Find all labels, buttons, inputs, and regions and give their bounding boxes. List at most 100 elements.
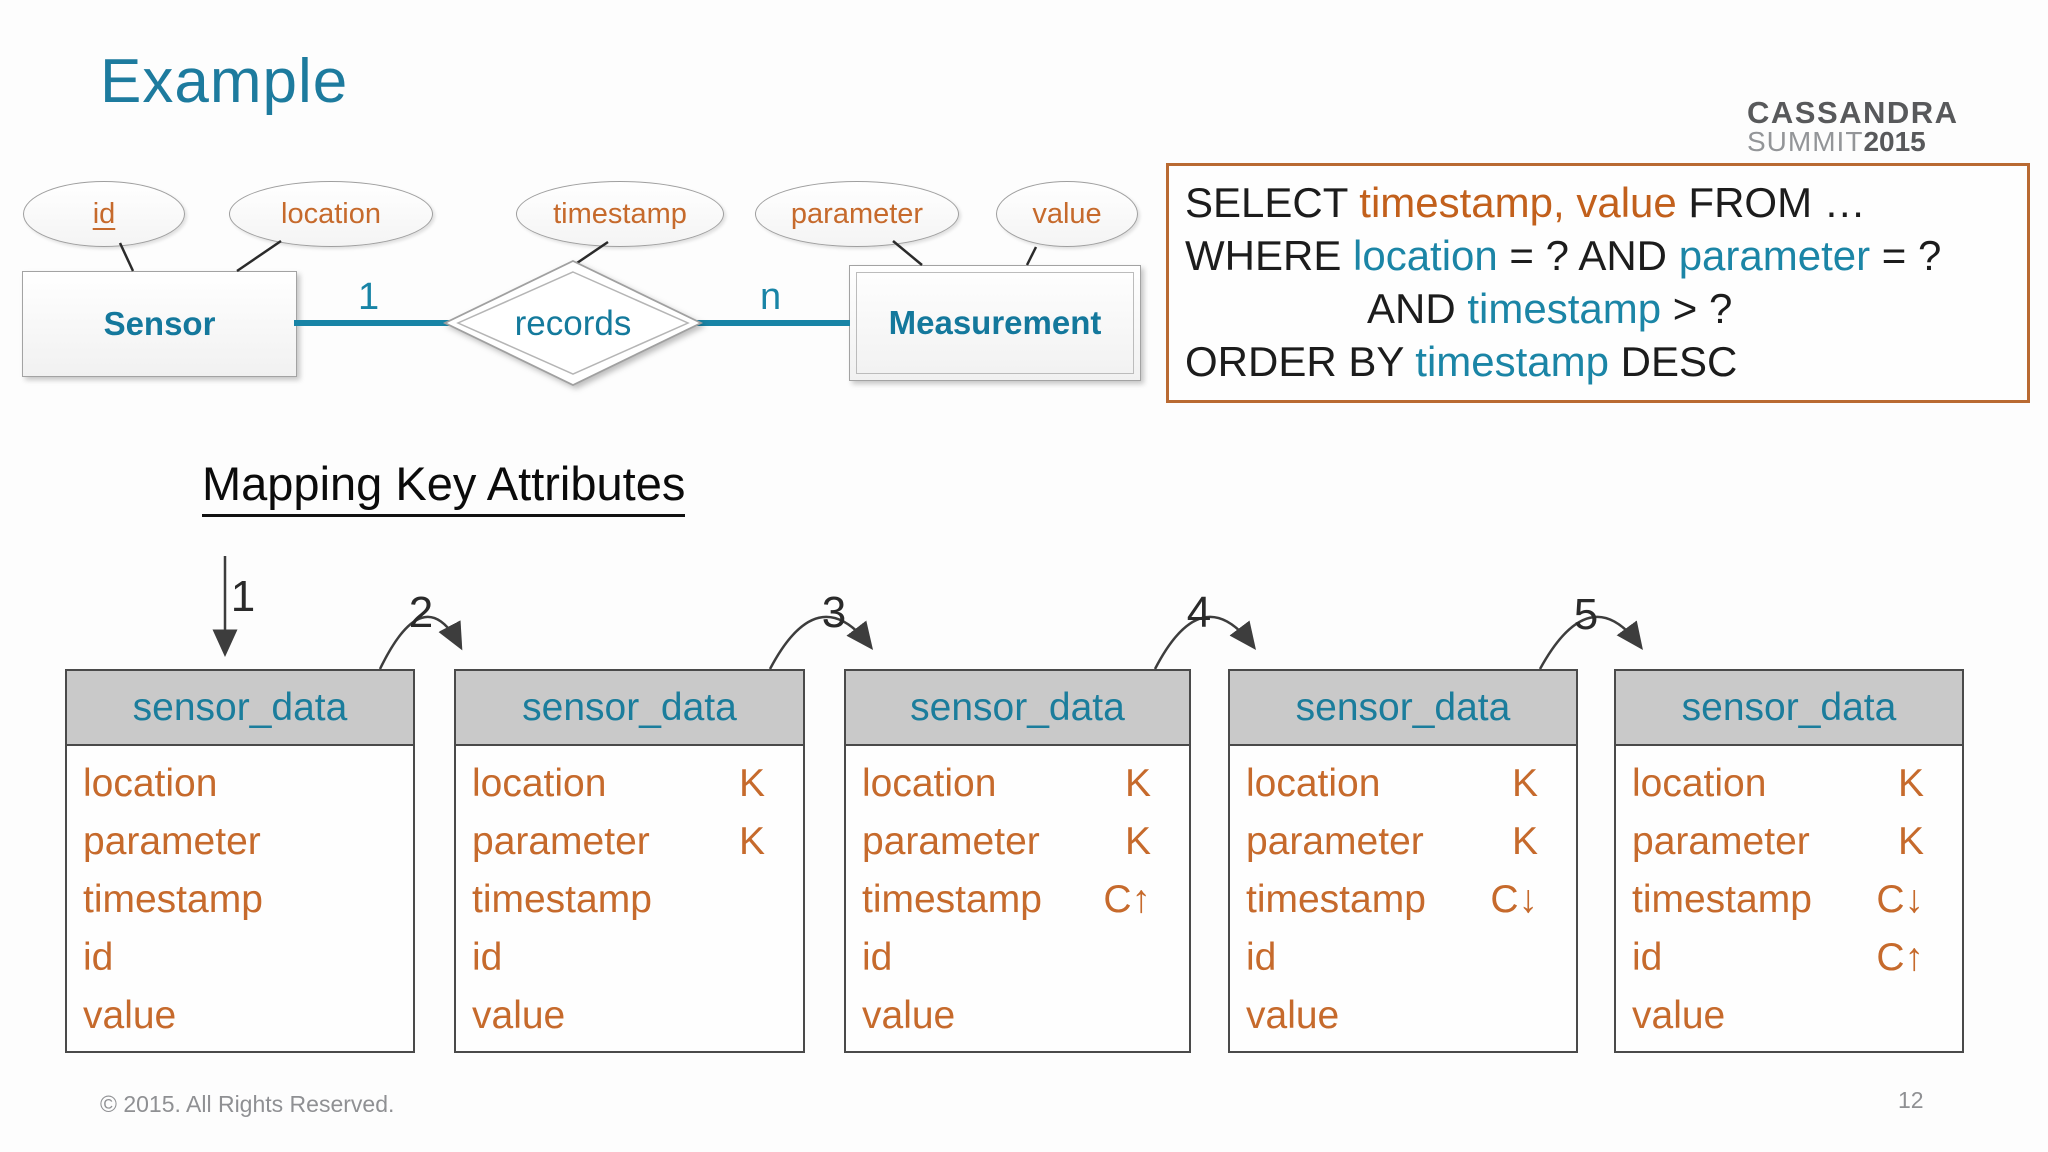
column-name: location (1246, 762, 1381, 805)
table-row: parameter K (846, 813, 1189, 871)
attribute-label: id (92, 197, 116, 230)
step-number-2: 2 (408, 588, 434, 637)
table-row: value (456, 987, 803, 1045)
table-row: value (1230, 987, 1576, 1045)
column-name: location (1632, 762, 1767, 805)
step-arrow-3 (768, 615, 874, 670)
column-name: timestamp (472, 878, 652, 921)
column-name: parameter (1632, 820, 1810, 863)
table-title: sensor_data (1616, 671, 1962, 746)
query-segment: timestamp (1415, 338, 1610, 385)
cardinality-n: n (760, 276, 782, 318)
column-name: parameter (83, 820, 261, 863)
table-row: value (846, 987, 1189, 1045)
table-row: timestamp (67, 871, 413, 929)
key-annotation: C↑ (1876, 936, 1924, 979)
table-row: id (846, 929, 1189, 987)
query-segment: = ? AND (1497, 232, 1679, 279)
connector-parameter-measurement (892, 240, 923, 266)
column-name: timestamp (1246, 878, 1426, 921)
attribute-label: value (1032, 197, 1102, 230)
step-number-5: 5 (1573, 590, 1599, 639)
entity-label: Sensor (103, 305, 216, 342)
cardinality-one: 1 (358, 276, 380, 318)
page-number: 12 (1898, 1087, 1924, 1113)
table-row: location K (456, 755, 803, 813)
column-name: timestamp (1632, 878, 1812, 921)
entity-label: Measurement (888, 304, 1102, 341)
cql-query-box: SELECT timestamp, value FROM …WHERE loca… (1166, 163, 2030, 403)
column-name: value (1632, 994, 1726, 1037)
attribute-label: timestamp (553, 197, 687, 230)
table-row: id (456, 929, 803, 987)
relationship-records-label: records (514, 304, 632, 343)
logo-event-word: SUMMIT (1747, 126, 1864, 157)
query-line: ORDER BY timestamp DESC (1185, 335, 2027, 388)
query-segment: AND (1367, 285, 1468, 332)
table-title: sensor_data (1230, 671, 1576, 746)
query-line: AND timestamp > ? (1185, 282, 2027, 335)
logo-dot-icon (1827, 50, 1839, 62)
page-title: Example (100, 47, 349, 116)
column-name: value (1246, 994, 1340, 1037)
table-title: sensor_data (456, 671, 803, 746)
connector-id-sensor (118, 242, 135, 272)
query-segment: parameter (1678, 232, 1871, 279)
attribute-ellipse-timestamp: timestamp (516, 181, 724, 247)
step-number-4: 4 (1186, 588, 1212, 637)
column-name: parameter (862, 820, 1040, 863)
attribute-ellipse-location: location (229, 181, 433, 247)
connector-value-measurement (1025, 246, 1038, 266)
query-segment: SELECT (1185, 179, 1360, 226)
attribute-label: location (281, 197, 381, 230)
table-row: location K (1230, 755, 1576, 813)
table-row: location K (846, 755, 1189, 813)
query-segment: DESC (1609, 338, 1738, 385)
table-row: timestamp C↓ (1616, 871, 1962, 929)
column-name: id (1632, 936, 1663, 979)
query-segment: WHERE (1185, 232, 1353, 279)
table-title: sensor_data (846, 671, 1189, 746)
key-annotation: K (1511, 762, 1538, 805)
entity-inner-border (856, 272, 1134, 374)
column-name: location (472, 762, 607, 805)
query-segment: FROM … (1676, 179, 1866, 226)
connector-location-sensor (236, 239, 282, 273)
logo-dot-icon (1874, 64, 1891, 81)
column-name: id (472, 936, 503, 979)
logo-dot-icon (1805, 60, 1815, 70)
entity-measurement: Measurement (849, 265, 1141, 381)
column-name: location (862, 762, 997, 805)
key-annotation: K (1124, 820, 1151, 863)
table-row: id (1230, 929, 1576, 987)
column-name: timestamp (862, 878, 1042, 921)
query-segment: ORDER BY (1185, 338, 1416, 385)
table-row: parameter K (1616, 813, 1962, 871)
key-annotation: K (1897, 762, 1924, 805)
key-annotation: K (738, 762, 765, 805)
key-annotation: C↓ (1876, 878, 1924, 921)
logo-year: 2015 (1863, 126, 1926, 157)
key-annotation: C↑ (1103, 878, 1151, 921)
section-heading: Mapping Key Attributes (202, 456, 686, 517)
query-line: WHERE location = ? AND parameter = ? (1185, 229, 2027, 282)
step-number-1: 1 (230, 572, 256, 621)
column-name: location (83, 762, 218, 805)
query-segment: = ? (1870, 232, 1942, 279)
key-annotation: K (1511, 820, 1538, 863)
attribute-ellipse-parameter: parameter (755, 181, 959, 247)
key-annotation: K (1124, 762, 1151, 805)
key-annotation: K (1897, 820, 1924, 863)
table-row: id C↑ (1616, 929, 1962, 987)
column-name: value (862, 994, 956, 1037)
query-segment: > ? (1661, 285, 1733, 332)
column-name: parameter (1246, 820, 1424, 863)
